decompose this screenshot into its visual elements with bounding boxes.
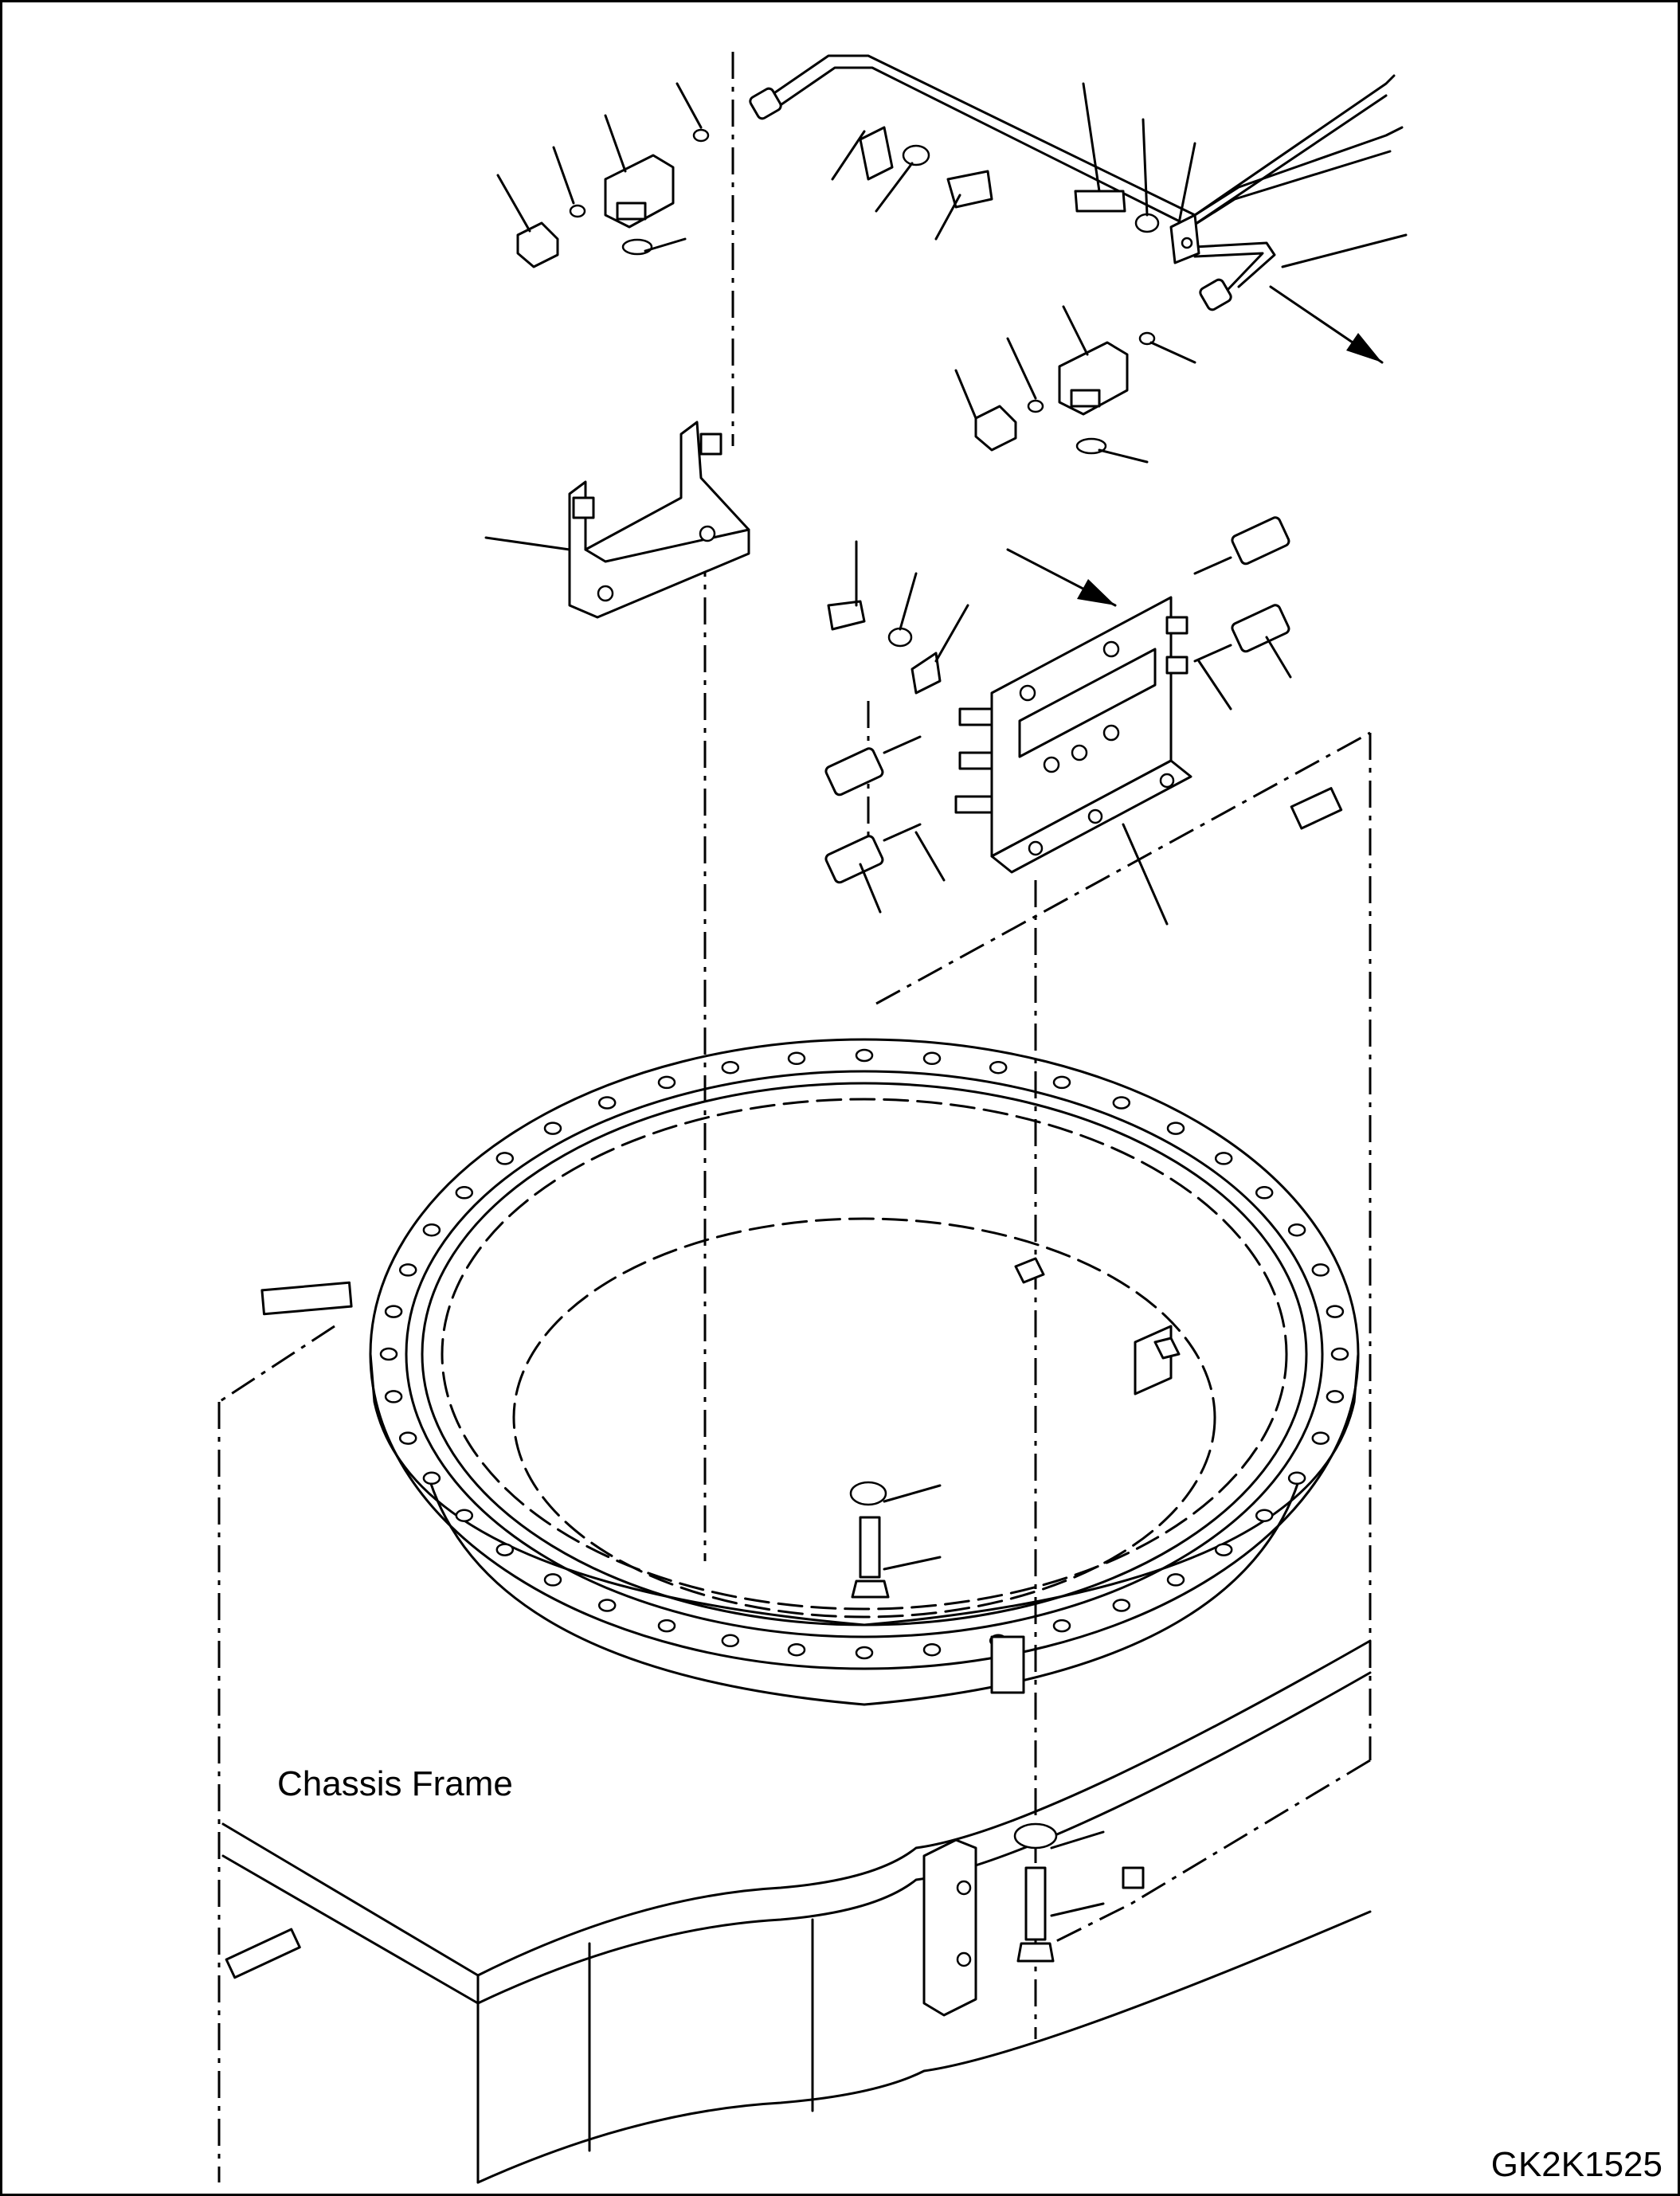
- plate-fasteners: [827, 600, 942, 695]
- bolt-hole: [398, 1431, 417, 1445]
- bolt-hole: [1214, 1543, 1233, 1556]
- pressure-switch-left: [516, 128, 710, 268]
- mounting-bracket-left: [568, 421, 750, 619]
- bolt-hole: [1287, 1471, 1306, 1486]
- switch-mounting-plate: [954, 596, 1192, 874]
- tube-clamp-hardware: [859, 126, 1160, 233]
- bolt-hole: [1311, 1263, 1330, 1277]
- bolt-hole: [543, 1121, 562, 1135]
- bolt-hole: [1311, 1431, 1330, 1445]
- frame-caption: Chassis Frame: [277, 1764, 513, 1803]
- bolt-hole: [384, 1305, 403, 1318]
- bolt-hole: [787, 1642, 806, 1657]
- bolt-hole: [657, 1619, 676, 1633]
- pressure-switch-right: [974, 331, 1156, 455]
- bolt-hole: [922, 1642, 942, 1657]
- bolt-hole: [989, 1060, 1008, 1075]
- bolt-hole: [855, 1646, 874, 1660]
- bolt-hole: [1166, 1121, 1185, 1135]
- bolt-hole: [384, 1390, 403, 1403]
- bolt-hole: [855, 1048, 874, 1063]
- bolt-hole: [1112, 1599, 1131, 1612]
- bolt-hole: [721, 1060, 740, 1075]
- bolt-hole: [455, 1509, 474, 1522]
- leader-lines: [484, 82, 1408, 1917]
- electrical-connectors: [824, 516, 1290, 884]
- bolt-hole: [495, 1152, 515, 1165]
- hydraulic-tube: [763, 54, 1404, 292]
- bolt-hole: [1052, 1619, 1071, 1633]
- bolt-hole: [379, 1347, 398, 1361]
- bolt-hole: [1255, 1186, 1274, 1200]
- bolt-hole: [597, 1599, 617, 1612]
- swing-circle: [369, 1038, 1360, 1706]
- bolt-hole: [422, 1223, 441, 1237]
- bolt-hole: [1326, 1305, 1345, 1318]
- tube-fittings: [749, 87, 1232, 311]
- bolt-hole: [543, 1573, 562, 1587]
- bolt-hole: [1112, 1096, 1131, 1110]
- bolt-hole: [1255, 1509, 1274, 1522]
- bolt-hole: [922, 1051, 942, 1066]
- lower-fasteners: [849, 1257, 1181, 1963]
- bolt-hole: [1326, 1390, 1345, 1403]
- drawing-code: GK2K1525: [1490, 2145, 1662, 2184]
- bolt-hole: [495, 1543, 515, 1556]
- bolt-hole: [398, 1263, 417, 1277]
- bolt-hole: [1287, 1223, 1306, 1237]
- flow-arrow: [1006, 285, 1384, 607]
- bolt-hole: [1052, 1075, 1071, 1090]
- bolt-hole: [657, 1075, 676, 1090]
- bolt-hole: [1166, 1573, 1185, 1587]
- bolt-hole: [597, 1096, 617, 1110]
- bolt-hole: [1330, 1347, 1349, 1361]
- assembly-center-lines: [703, 52, 1037, 2039]
- bolt-hole: [455, 1186, 474, 1200]
- bolt-hole: [422, 1471, 441, 1486]
- swing-circle-bolt-holes: [379, 1048, 1349, 1660]
- bolt-hole: [1214, 1152, 1233, 1165]
- bolt-hole: [787, 1051, 806, 1066]
- chassis-frame: [217, 731, 1372, 2184]
- bolt-hole: [721, 1634, 740, 1648]
